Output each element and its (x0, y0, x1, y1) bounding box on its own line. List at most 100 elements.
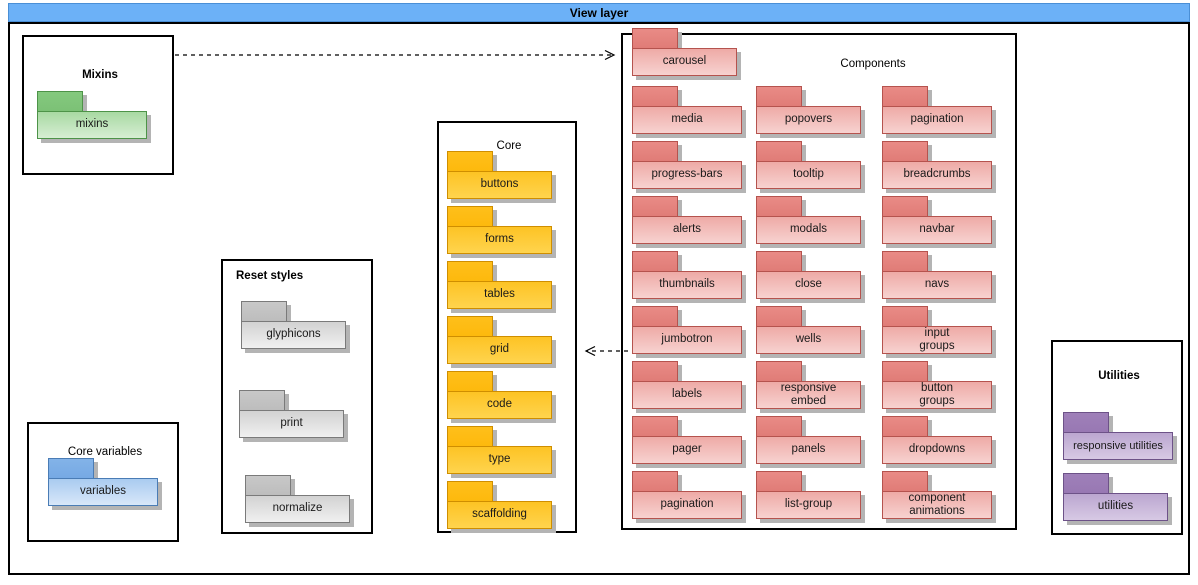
package-glyphicons[interactable]: glyphicons (241, 301, 350, 353)
folder-tab-icon (882, 251, 928, 272)
package-scaffolding[interactable]: scaffolding (447, 481, 556, 533)
package-code[interactable]: code (447, 371, 556, 423)
folder-tab-icon (245, 475, 291, 496)
package-label: glyphicons (266, 328, 321, 341)
package-media[interactable]: media (632, 86, 746, 138)
package-pagination-bottom[interactable]: pagination (632, 471, 746, 523)
package-component-animations[interactable]: component animations (882, 471, 996, 523)
folder-tab-icon (447, 206, 493, 227)
package-print[interactable]: print (239, 390, 348, 442)
package-tooltip[interactable]: tooltip (756, 141, 865, 193)
folder-tab-icon (447, 316, 493, 337)
group-components-title: Components (840, 58, 906, 70)
package-type[interactable]: type (447, 426, 556, 478)
folder-tab-icon (882, 141, 928, 162)
folder-tab-icon (447, 426, 493, 447)
package-label: grid (489, 343, 510, 356)
package-mixins[interactable]: mixins (37, 91, 151, 143)
package-navbar[interactable]: navbar (882, 196, 996, 248)
package-pagination-top[interactable]: pagination (882, 86, 996, 138)
package-label: responsive utilities (1073, 439, 1163, 452)
folder-tab-icon (48, 458, 94, 479)
package-label: variables (79, 485, 127, 498)
package-label: navs (924, 278, 950, 291)
folder-tab-icon (756, 471, 802, 492)
package-label: scaffolding (472, 508, 527, 521)
package-forms[interactable]: forms (447, 206, 556, 258)
folder-tab-icon (756, 361, 802, 382)
package-variables[interactable]: variables (48, 458, 162, 510)
package-label: thumbnails (659, 278, 715, 291)
package-list-group[interactable]: list-group (756, 471, 865, 523)
package-input-groups[interactable]: input groups (882, 306, 996, 358)
folder-tab-icon (632, 306, 678, 327)
package-label: type (488, 453, 511, 466)
package-label: tables (484, 288, 515, 301)
package-label: jumbotron (661, 333, 713, 346)
folder-tab-icon (1063, 473, 1109, 494)
package-panels[interactable]: panels (756, 416, 865, 468)
folder-tab-icon (632, 196, 678, 217)
folder-tab-icon (447, 371, 493, 392)
package-label: carousel (662, 55, 707, 68)
package-wells[interactable]: wells (756, 306, 865, 358)
package-alerts[interactable]: alerts (632, 196, 746, 248)
package-breadcrumbs[interactable]: breadcrumbs (882, 141, 996, 193)
folder-tab-icon (632, 471, 678, 492)
package-label: popovers (784, 113, 833, 126)
folder-tab-icon (447, 151, 493, 172)
package-pager[interactable]: pager (632, 416, 746, 468)
view-layer-header: View layer (8, 3, 1190, 22)
package-jumbotron[interactable]: jumbotron (632, 306, 746, 358)
folder-tab-icon (447, 481, 493, 502)
folder-tab-icon (756, 141, 802, 162)
package-modals[interactable]: modals (756, 196, 865, 248)
package-label: component animations (908, 491, 966, 517)
folder-tab-icon (882, 196, 928, 217)
package-label: responsive embed (780, 381, 837, 407)
package-normalize[interactable]: normalize (245, 475, 354, 527)
package-grid[interactable]: grid (447, 316, 556, 368)
folder-tab-icon (882, 416, 928, 437)
package-responsive-utilities[interactable]: responsive utilities (1063, 412, 1177, 464)
package-labels[interactable]: labels (632, 361, 746, 413)
folder-tab-icon (632, 28, 678, 49)
package-label: normalize (272, 502, 323, 515)
package-progress-bars[interactable]: progress-bars (632, 141, 746, 193)
package-button-groups[interactable]: button groups (882, 361, 996, 413)
package-popovers[interactable]: popovers (756, 86, 865, 138)
package-label: breadcrumbs (903, 168, 971, 181)
package-label: alerts (672, 223, 702, 236)
group-mixins-title: Mixins (82, 69, 118, 81)
package-dropdowns[interactable]: dropdowns (882, 416, 996, 468)
package-tables[interactable]: tables (447, 261, 556, 313)
package-utilities[interactable]: utilities (1063, 473, 1172, 525)
package-label: list-group (784, 498, 833, 511)
package-close[interactable]: close (756, 251, 865, 303)
package-label: forms (485, 233, 514, 246)
package-label: print (280, 417, 303, 430)
package-thumbnails[interactable]: thumbnails (632, 251, 746, 303)
group-utilities-title: Utilities (1098, 370, 1140, 382)
package-label: code (487, 398, 512, 411)
package-buttons[interactable]: buttons (447, 151, 556, 203)
package-label: navbar (919, 223, 955, 236)
folder-tab-icon (756, 86, 802, 107)
folder-tab-icon (756, 306, 802, 327)
package-label: utilities (1097, 500, 1134, 513)
view-layer-frame (8, 22, 1190, 575)
folder-tab-icon (632, 86, 678, 107)
folder-tab-icon (882, 471, 928, 492)
folder-tab-icon (632, 251, 678, 272)
package-navs[interactable]: navs (882, 251, 996, 303)
folder-tab-icon (632, 416, 678, 437)
package-label: pager (672, 443, 702, 456)
package-label: mixins (75, 118, 109, 131)
package-responsive-embed[interactable]: responsive embed (756, 361, 865, 413)
folder-tab-icon (37, 91, 83, 112)
package-label: progress-bars (651, 168, 723, 181)
folder-tab-icon (756, 251, 802, 272)
folder-tab-icon (882, 361, 928, 382)
package-carousel[interactable]: carousel (632, 28, 741, 80)
